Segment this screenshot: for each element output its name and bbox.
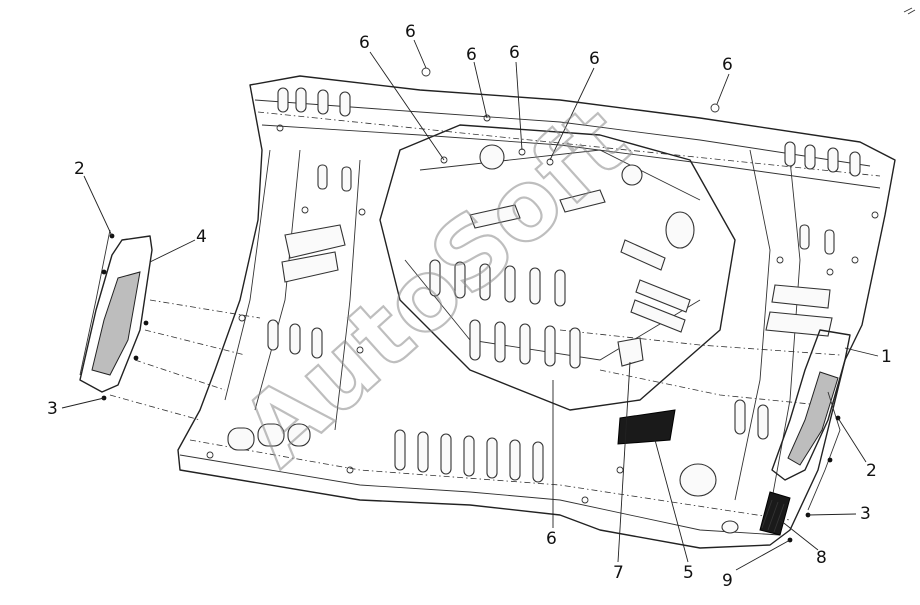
callout-6: 6: [359, 33, 370, 53]
pad-part-8: [759, 491, 791, 536]
floor-pan: [109, 75, 896, 549]
callout-5: 5: [683, 563, 694, 583]
pad-part-5: [617, 409, 676, 445]
watermark: AutoSoft: [220, 85, 650, 488]
callout-2: 2: [866, 461, 877, 481]
callout-4: 4: [196, 227, 207, 247]
right-bracket-part-1-2: [771, 329, 851, 543]
left-bracket-part-2-4: [79, 229, 153, 401]
fastener-holes: [206, 124, 879, 504]
callout-6: 6: [509, 43, 520, 63]
corner-mark: [903, 7, 916, 15]
callout-3: 3: [47, 399, 58, 419]
callout-2: 2: [74, 159, 85, 179]
callout-7: 7: [613, 563, 624, 583]
callout-3: 3: [860, 504, 871, 524]
callout-1: 1: [881, 347, 892, 367]
callout-6: 6: [546, 529, 557, 549]
callout-6: 6: [466, 45, 477, 65]
callouts: 6 6 6 6 6 6 2 4 3 1 2 3 8 9 5 7 6: [47, 22, 892, 591]
leader-lines: [61, 39, 879, 571]
callout-8: 8: [816, 548, 827, 568]
callout-9: 9: [722, 571, 733, 591]
floor-ribs: [227, 87, 861, 534]
callout-6: 6: [405, 22, 416, 42]
bracket-part-7: [617, 337, 644, 367]
callout-6: 6: [589, 49, 600, 69]
callout-6: 6: [722, 55, 733, 75]
